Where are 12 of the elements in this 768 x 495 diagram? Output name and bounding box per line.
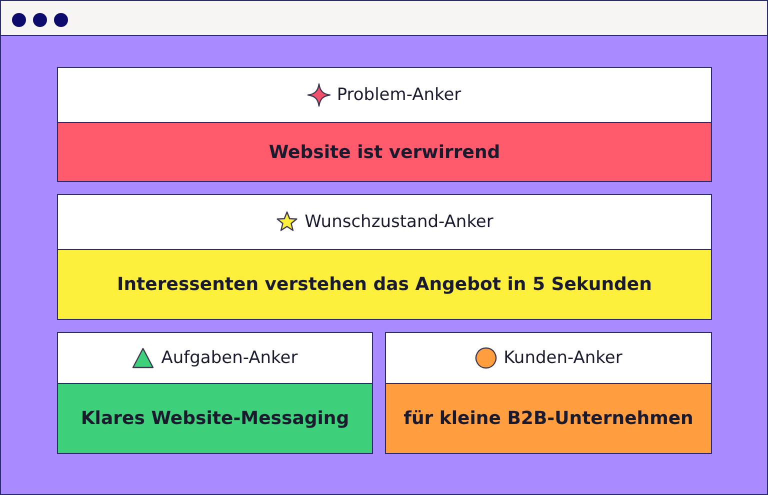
anchor-statement: Interessenten verstehen das Angebot in 5 Sekunden — [117, 274, 652, 295]
anchor-heading: Problem-Anker — [336, 85, 462, 105]
anchor-card — [57, 332, 373, 454]
anchor-heading: Wunschzustand-Anker — [304, 212, 494, 232]
anchor-statement: für kleine B2B-Unternehmen — [404, 408, 694, 429]
anchor-heading: Kunden-Anker — [504, 348, 622, 368]
anchor-heading: Aufgaben-Anker — [161, 348, 298, 368]
anchor-card — [57, 67, 712, 182]
anchor-card — [385, 332, 712, 454]
anchor-statement: Klares Website-Messaging — [80, 408, 350, 429]
anchor-card — [57, 194, 712, 320]
anchor-statement: Website ist verwirrend — [268, 142, 500, 162]
